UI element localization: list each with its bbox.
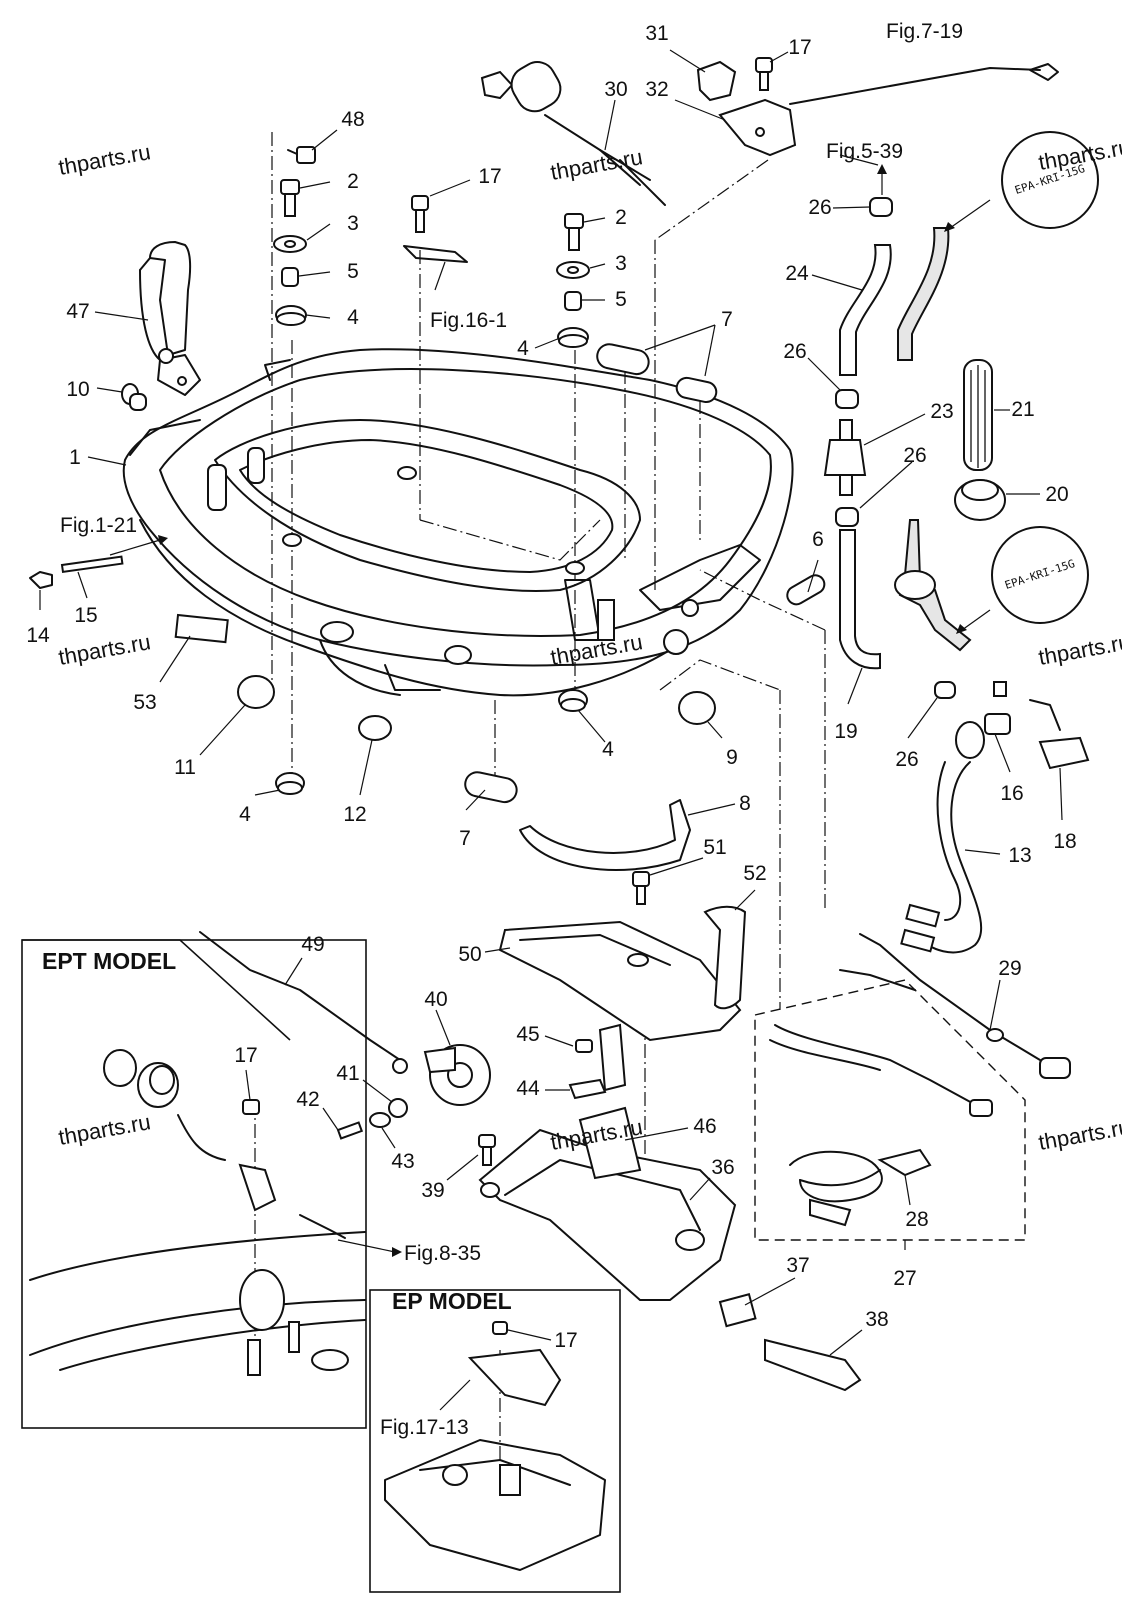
part-47-handle bbox=[139, 241, 201, 396]
callout-15: 15 bbox=[74, 604, 97, 627]
callout-7: 7 bbox=[721, 308, 733, 331]
callout-38: 38 bbox=[865, 1308, 888, 1331]
callout-5b: 5 bbox=[615, 288, 627, 311]
callout-2: 2 bbox=[347, 170, 359, 193]
callout-7b: 7 bbox=[459, 827, 471, 850]
watermark: thparts.ru bbox=[1037, 629, 1122, 670]
callout-51: 51 bbox=[703, 836, 726, 859]
callout-49: 49 bbox=[301, 933, 324, 956]
callout-11: 11 bbox=[174, 756, 196, 779]
ref-fig-8-35: Fig.8-35 bbox=[404, 1242, 481, 1265]
callout-3: 3 bbox=[347, 212, 359, 235]
ref-fig-5-39: Fig.5-39 bbox=[826, 140, 903, 163]
callout-37: 37 bbox=[786, 1254, 809, 1277]
callout-4d: 4 bbox=[602, 738, 614, 761]
callout-31: 31 bbox=[645, 22, 668, 45]
callout-50: 50 bbox=[458, 943, 481, 966]
callout-leaders bbox=[39, 49, 1063, 1411]
part-10-grommet bbox=[121, 383, 147, 411]
callout-10: 10 bbox=[66, 378, 89, 401]
callout-9: 9 bbox=[726, 746, 738, 769]
callout-17c: 17 bbox=[234, 1044, 257, 1067]
watermark: thparts.ru bbox=[57, 629, 153, 670]
callout-26c: 26 bbox=[903, 444, 926, 467]
callout-53: 53 bbox=[133, 691, 156, 714]
bottom-cowling bbox=[122, 348, 794, 697]
callout-1: 1 bbox=[69, 446, 81, 469]
callout-27: 27 bbox=[893, 1267, 916, 1290]
callout-26: 26 bbox=[808, 196, 831, 219]
ref-fig-17-13: Fig.17-13 bbox=[380, 1416, 469, 1439]
callout-43: 43 bbox=[391, 1150, 414, 1173]
callout-28: 28 bbox=[905, 1208, 928, 1231]
callout-26b: 26 bbox=[783, 340, 806, 363]
callout-5: 5 bbox=[347, 260, 359, 283]
ref-fig-1-21: Fig.1-21 bbox=[60, 514, 137, 537]
callout-16: 16 bbox=[1000, 782, 1023, 805]
part-48-bolt bbox=[287, 146, 316, 164]
part-2-bolt bbox=[280, 179, 300, 217]
callout-42: 42 bbox=[296, 1088, 319, 1111]
callout-18: 18 bbox=[1053, 830, 1076, 853]
callout-3b: 3 bbox=[615, 252, 627, 275]
callout-44: 44 bbox=[516, 1077, 540, 1100]
callout-21: 21 bbox=[1011, 398, 1034, 421]
watermark: thparts.ru bbox=[57, 139, 153, 180]
stamp-2: EPA-KRI-15G bbox=[991, 526, 1089, 624]
callout-24: 24 bbox=[785, 262, 809, 285]
callout-48: 48 bbox=[341, 108, 364, 131]
callout-39: 39 bbox=[421, 1179, 444, 1202]
callout-32: 32 bbox=[645, 78, 668, 101]
ep-model-title: EP MODEL bbox=[392, 1288, 512, 1314]
part-30-connector bbox=[480, 61, 666, 206]
ept-model-title: EPT MODEL bbox=[42, 948, 176, 974]
callout-23: 23 bbox=[930, 400, 953, 423]
callout-20: 20 bbox=[1045, 483, 1068, 506]
callout-40: 40 bbox=[424, 988, 447, 1011]
callout-13: 13 bbox=[1008, 844, 1031, 867]
stamp-1: EPA-KRI-15G bbox=[1001, 131, 1099, 229]
callout-52: 52 bbox=[743, 862, 766, 885]
callout-2b: 2 bbox=[615, 206, 627, 229]
arrow-icon bbox=[109, 164, 991, 1257]
callout-46: 46 bbox=[693, 1115, 716, 1138]
callout-17b: 17 bbox=[478, 165, 501, 188]
callout-47: 47 bbox=[66, 300, 89, 323]
callout-19: 19 bbox=[834, 720, 857, 743]
callout-29: 29 bbox=[998, 957, 1021, 980]
figure-refs: Fig.7-19 Fig.5-39 Fig.16-1 Fig.1-21 Fig.… bbox=[60, 20, 963, 1439]
callout-8: 8 bbox=[739, 792, 751, 815]
ep-inset bbox=[369, 1289, 621, 1593]
ref-fig-16-1: Fig.16-1 bbox=[430, 309, 507, 332]
callout-17d: 17 bbox=[554, 1329, 577, 1352]
callout-30: 30 bbox=[604, 78, 627, 101]
watermark: thparts.ru bbox=[549, 144, 645, 185]
callout-4: 4 bbox=[347, 306, 359, 329]
part-5-collar bbox=[281, 267, 299, 287]
watermark: thparts.ru bbox=[1037, 1114, 1122, 1155]
callout-6: 6 bbox=[812, 528, 824, 551]
callout-45: 45 bbox=[516, 1023, 539, 1046]
callout-26d: 26 bbox=[895, 748, 918, 771]
callout-12: 12 bbox=[343, 803, 366, 826]
callout-36: 36 bbox=[711, 1156, 734, 1179]
callout-4b: 4 bbox=[517, 337, 529, 360]
callout-numbers: 31 17 32 30 48 2 3 5 4 47 10 1 17 2 3 5 … bbox=[26, 22, 1076, 1352]
callout-17: 17 bbox=[788, 36, 811, 59]
assembly-lines bbox=[254, 132, 826, 1470]
hardware-parts bbox=[29, 57, 1090, 1392]
ref-fig-7-19: Fig.7-19 bbox=[886, 20, 963, 43]
ept-inset bbox=[21, 939, 367, 1429]
watermark: thparts.ru bbox=[57, 1109, 153, 1150]
callout-4c: 4 bbox=[239, 803, 251, 826]
callout-14: 14 bbox=[26, 624, 50, 647]
callout-41: 41 bbox=[336, 1062, 359, 1085]
